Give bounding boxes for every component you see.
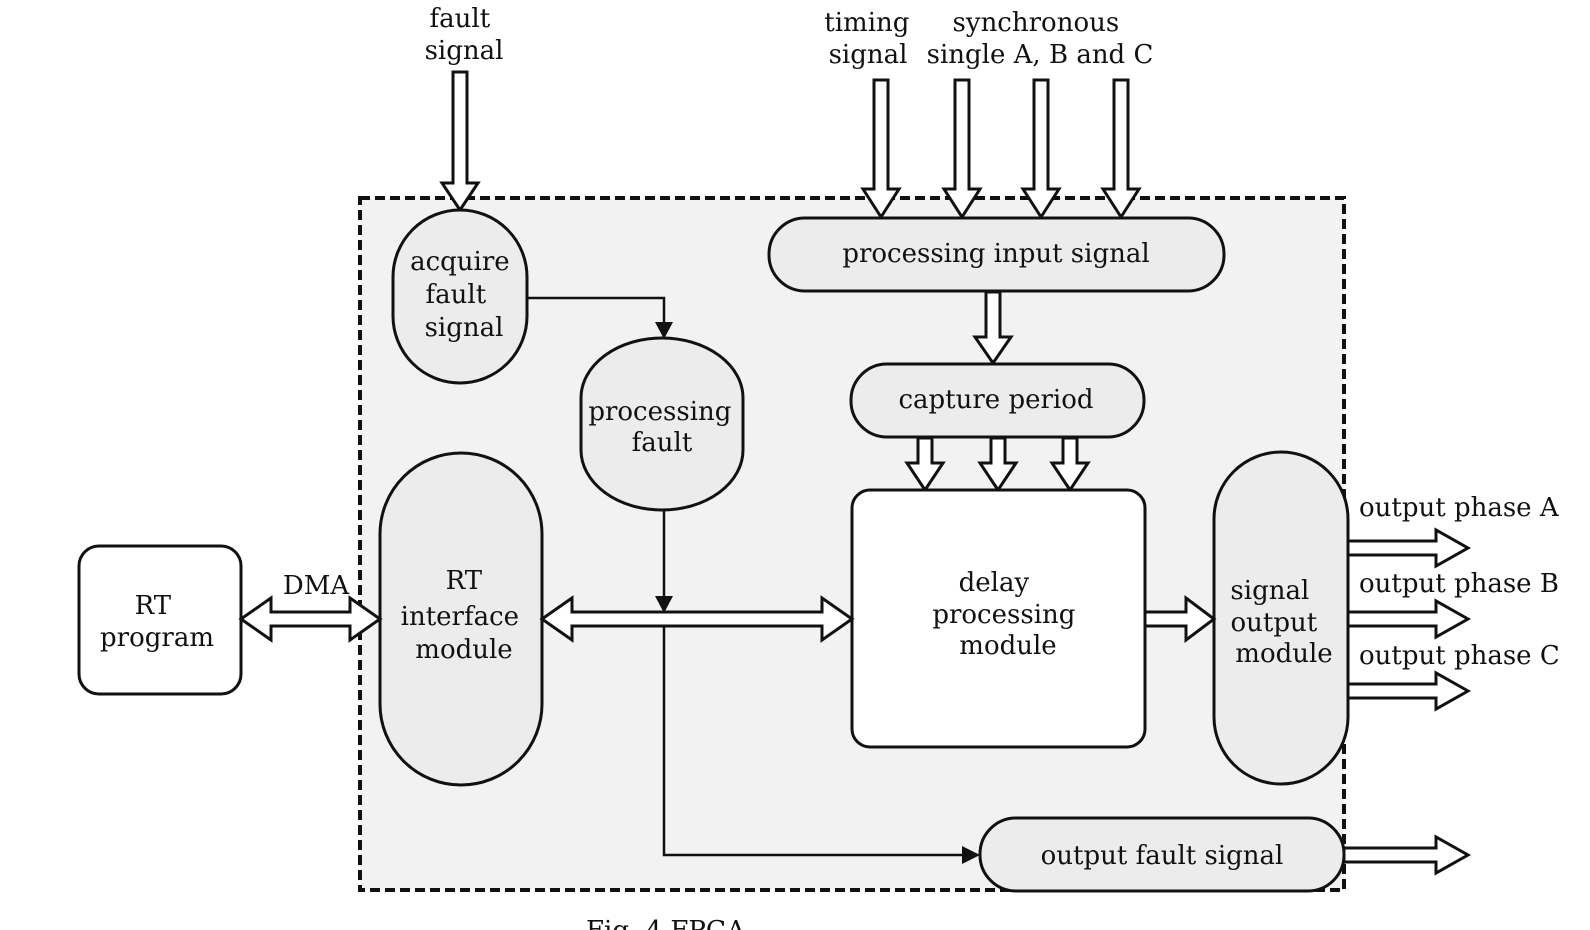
rt-program-label: RT program (100, 591, 214, 653)
sync-signal-label: synchronous single A, B and C (927, 8, 1154, 70)
figure-caption: Fig. 4 FPGA (586, 916, 747, 930)
capture-to-delay-arrow-1 (904, 436, 946, 493)
output-phase-b-label: output phase B (1359, 569, 1559, 599)
processing-input-signal-label: processing input signal (842, 239, 1149, 269)
rt-to-delay-double-arrow (539, 595, 855, 643)
capture-period-block (849, 362, 1146, 439)
acquire-fault-signal-label: acquire fault signal (410, 247, 518, 343)
capture-to-delay-arrow-3 (1049, 436, 1091, 493)
output-phase-c-label: output phase C (1359, 641, 1560, 671)
acquire-to-processing-fault-line (527, 296, 666, 322)
processing-fault-label: processing fault (588, 397, 739, 458)
rt-interface-module-label: RT interface module (401, 566, 528, 665)
bus-to-output-fault-line (662, 626, 962, 857)
fault-signal-label: fault signal (425, 4, 504, 66)
capture-period-label: capture period (898, 385, 1093, 415)
signal-output-module-label: signal output module (1230, 576, 1332, 669)
output-phase-b-arrow (1346, 598, 1472, 640)
timing-signal-label: timing signal (824, 8, 917, 70)
delay-processing-module-label: delay processing module (932, 568, 1083, 661)
sync-signal-b-input-arrow (1020, 78, 1062, 220)
output-phase-a-arrow (1346, 527, 1472, 569)
output-phase-c-arrow (1346, 670, 1472, 712)
delay-to-output-arrow (1143, 595, 1217, 643)
output-phase-a-label: output phase A (1359, 493, 1560, 523)
processing-fault-to-bus-arrowhead (655, 596, 673, 613)
processing-input-signal-block (767, 216, 1226, 293)
input-to-capture-arrow (972, 290, 1014, 366)
sync-signal-a-input-arrow (941, 78, 983, 220)
sync-signal-c-input-arrow (1100, 78, 1142, 220)
timing-signal-input-arrow (860, 78, 902, 220)
output-fault-arrow (1342, 834, 1472, 876)
dma-label: DMA (283, 571, 350, 601)
acquire-to-processing-fault-arrowhead (655, 322, 673, 339)
fault-signal-input-arrow (439, 70, 481, 213)
capture-to-delay-arrow-2 (977, 436, 1019, 493)
dma-double-arrow (238, 595, 383, 643)
acquire-fault-signal-block (391, 208, 529, 385)
output-fault-signal-label: output fault signal (1041, 841, 1284, 871)
processing-fault-block (579, 336, 745, 512)
bus-to-output-fault-arrowhead (962, 846, 980, 864)
